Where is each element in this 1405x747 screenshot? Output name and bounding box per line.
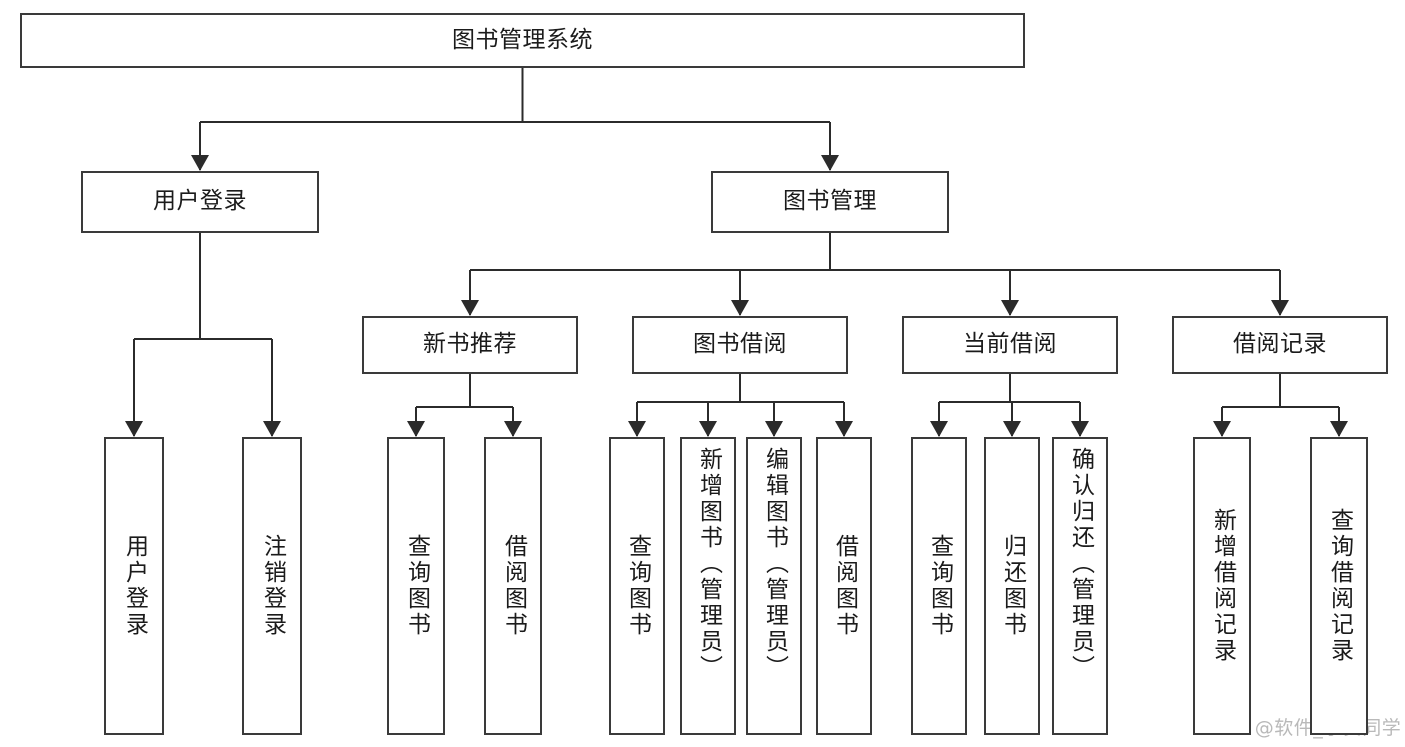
node-label-book-borrow: 图书借阅 bbox=[693, 331, 787, 358]
node-label-leaf-user-login: 用户登录 bbox=[121, 534, 148, 638]
node-root[interactable]: 图书管理系统 bbox=[20, 13, 1025, 68]
node-leaf-user-login[interactable]: 用户登录 bbox=[104, 437, 164, 735]
node-new-book-rec[interactable]: 新书推荐 bbox=[362, 316, 578, 374]
arrow-head-leaf-return-book bbox=[1003, 421, 1021, 437]
node-label-book-manage: 图书管理 bbox=[783, 188, 877, 215]
node-leaf-user-logout[interactable]: 注销登录 bbox=[242, 437, 302, 735]
node-label-root: 图书管理系统 bbox=[452, 26, 593, 53]
arrow-head-leaf-user-logout bbox=[263, 421, 281, 437]
arrow-head-leaf-borrow-book-2 bbox=[835, 421, 853, 437]
node-leaf-query-record[interactable]: 查询借阅记录 bbox=[1310, 437, 1368, 735]
node-label-leaf-add-book: 新增图书（管理员） bbox=[695, 447, 722, 681]
node-leaf-add-record[interactable]: 新增借阅记录 bbox=[1193, 437, 1251, 735]
arrow-head-borrow-record bbox=[1271, 300, 1289, 316]
node-label-leaf-query-book-2: 查询图书 bbox=[624, 534, 651, 638]
node-label-leaf-query-book-1: 查询图书 bbox=[403, 534, 430, 638]
node-label-leaf-return-book: 归还图书 bbox=[999, 534, 1026, 638]
node-label-user-login: 用户登录 bbox=[153, 188, 247, 215]
arrow-head-leaf-borrow-book-1 bbox=[504, 421, 522, 437]
node-leaf-edit-book[interactable]: 编辑图书（管理员） bbox=[746, 437, 802, 735]
node-borrow-record[interactable]: 借阅记录 bbox=[1172, 316, 1388, 374]
node-label-leaf-add-record: 新增借阅记录 bbox=[1209, 508, 1236, 664]
node-leaf-return-book[interactable]: 归还图书 bbox=[984, 437, 1040, 735]
node-label-leaf-confirm-return: 确认归还（管理员） bbox=[1067, 447, 1094, 681]
node-label-borrow-record: 借阅记录 bbox=[1233, 331, 1327, 358]
arrow-head-leaf-add-book bbox=[699, 421, 717, 437]
node-leaf-borrow-book-2[interactable]: 借阅图书 bbox=[816, 437, 872, 735]
arrow-head-book-borrow bbox=[731, 300, 749, 316]
arrow-head-current-borrow bbox=[1001, 300, 1019, 316]
node-label-leaf-query-record: 查询借阅记录 bbox=[1326, 508, 1353, 664]
arrow-head-leaf-query-record bbox=[1330, 421, 1348, 437]
arrow-head-leaf-add-record bbox=[1213, 421, 1231, 437]
node-label-new-book-rec: 新书推荐 bbox=[423, 331, 517, 358]
node-leaf-borrow-book-1[interactable]: 借阅图书 bbox=[484, 437, 542, 735]
arrow-head-leaf-user-login bbox=[125, 421, 143, 437]
node-label-current-borrow: 当前借阅 bbox=[963, 331, 1057, 358]
node-label-leaf-borrow-book-2: 借阅图书 bbox=[831, 534, 858, 638]
arrow-head-leaf-query-book-2 bbox=[628, 421, 646, 437]
node-leaf-query-book-1[interactable]: 查询图书 bbox=[387, 437, 445, 735]
node-current-borrow[interactable]: 当前借阅 bbox=[902, 316, 1118, 374]
node-label-leaf-user-logout: 注销登录 bbox=[259, 534, 286, 638]
arrow-head-leaf-query-book-3 bbox=[930, 421, 948, 437]
arrow-head-user-login bbox=[191, 155, 209, 171]
arrow-head-leaf-query-book-1 bbox=[407, 421, 425, 437]
arrow-head-new-book-rec bbox=[461, 300, 479, 316]
node-user-login[interactable]: 用户登录 bbox=[81, 171, 319, 233]
arrow-head-leaf-confirm-return bbox=[1071, 421, 1089, 437]
node-label-leaf-borrow-book-1: 借阅图书 bbox=[500, 534, 527, 638]
node-label-leaf-edit-book: 编辑图书（管理员） bbox=[761, 447, 788, 681]
node-book-borrow[interactable]: 图书借阅 bbox=[632, 316, 848, 374]
node-leaf-add-book[interactable]: 新增图书（管理员） bbox=[680, 437, 736, 735]
node-leaf-query-book-2[interactable]: 查询图书 bbox=[609, 437, 665, 735]
node-leaf-confirm-return[interactable]: 确认归还（管理员） bbox=[1052, 437, 1108, 735]
node-book-manage[interactable]: 图书管理 bbox=[711, 171, 949, 233]
node-label-leaf-query-book-3: 查询图书 bbox=[926, 534, 953, 638]
node-leaf-query-book-3[interactable]: 查询图书 bbox=[911, 437, 967, 735]
arrow-head-leaf-edit-book bbox=[765, 421, 783, 437]
arrow-head-book-manage bbox=[821, 155, 839, 171]
